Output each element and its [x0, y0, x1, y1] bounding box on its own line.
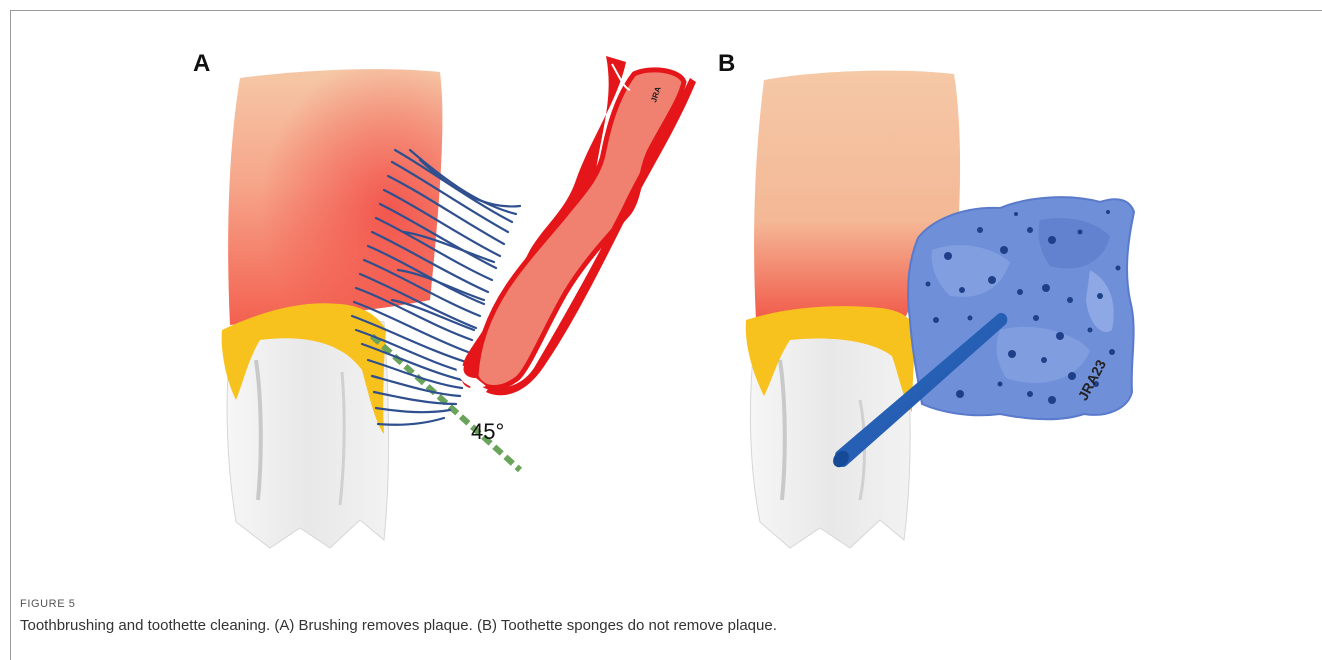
angle-label: 45° — [471, 419, 504, 445]
panel-a-drawing — [222, 56, 696, 548]
figure-caption: Toothbrushing and toothette cleaning. (A… — [20, 617, 777, 634]
panel-b-letter: B — [718, 50, 735, 78]
panel-b-drawing — [746, 71, 1134, 548]
panel-a-letter: A — [193, 50, 210, 78]
brush-head — [476, 70, 684, 388]
figure-label: FIGURE 5 — [20, 598, 76, 610]
